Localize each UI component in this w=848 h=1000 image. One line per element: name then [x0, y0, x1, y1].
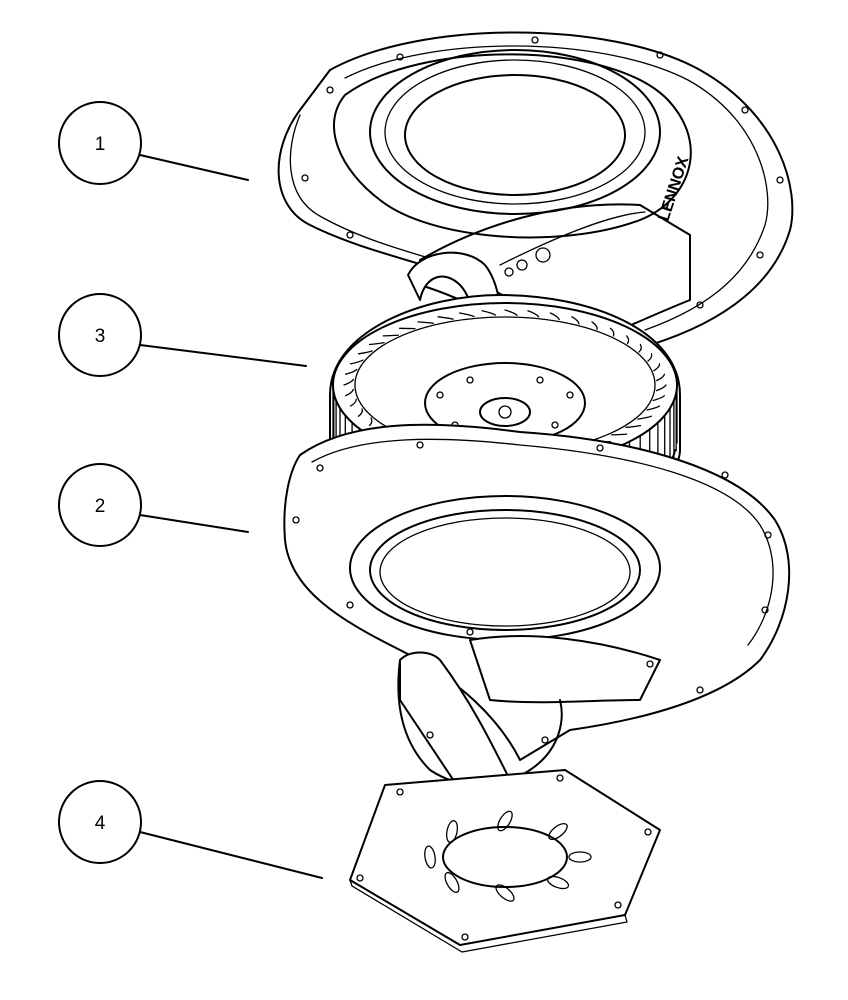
blade-tip	[626, 335, 630, 345]
leader-line-2	[139, 514, 249, 533]
blade-tip	[591, 321, 598, 330]
plate-slot	[546, 875, 570, 890]
callout-bubble-1: 1	[58, 101, 142, 185]
callout-leaders	[139, 154, 323, 879]
blade-tip	[655, 384, 667, 392]
blade-tip	[638, 343, 642, 353]
leader-line-4	[139, 831, 323, 879]
lower-housing	[283, 423, 791, 791]
blade-tip	[549, 312, 560, 321]
plate-slot	[495, 884, 515, 902]
blade-tip	[637, 415, 653, 420]
blade-tip	[653, 363, 661, 372]
plate-slot	[445, 820, 459, 843]
leader-line-1	[139, 154, 249, 181]
blade-tip	[368, 417, 373, 427]
blade-tip	[437, 316, 454, 320]
blade-tip	[357, 408, 363, 417]
blade-tip	[571, 316, 580, 325]
callout-bubble-2: 2	[58, 463, 142, 547]
plate-slot	[497, 810, 513, 832]
blade-tip	[417, 321, 434, 324]
blade-tip	[610, 433, 628, 436]
blade-tip	[344, 368, 358, 375]
blade-tip	[481, 310, 497, 316]
plate-slot	[424, 845, 436, 869]
callout-label-1: 1	[95, 134, 106, 155]
blade-tip	[357, 350, 373, 355]
plate-slot	[548, 822, 568, 841]
callout-bubble-3: 3	[58, 293, 142, 377]
blade-tip	[458, 312, 475, 318]
blade-tip	[656, 373, 666, 382]
callout-label-4: 4	[95, 813, 106, 834]
blade-tip	[647, 353, 653, 362]
blade-tip	[344, 388, 354, 397]
plate-slot	[568, 851, 592, 863]
blade-tip	[343, 378, 355, 386]
leader-line-3	[139, 344, 307, 367]
plate-slot	[444, 871, 460, 894]
callout-label-2: 2	[95, 496, 106, 517]
mounting-plate	[349, 769, 661, 953]
blade-tip	[349, 359, 364, 365]
blade-tip	[504, 309, 518, 316]
blade-tip	[527, 310, 540, 318]
blade-tip	[382, 334, 400, 337]
blade-tip	[609, 327, 615, 337]
blade-tip	[646, 405, 661, 411]
blade-tip	[652, 395, 666, 402]
blade-tip	[349, 398, 357, 407]
blade-tip	[625, 424, 642, 429]
callout-bubble-4: 4	[58, 780, 142, 864]
callout-label-3: 3	[95, 326, 106, 347]
blade-tip	[368, 341, 385, 346]
